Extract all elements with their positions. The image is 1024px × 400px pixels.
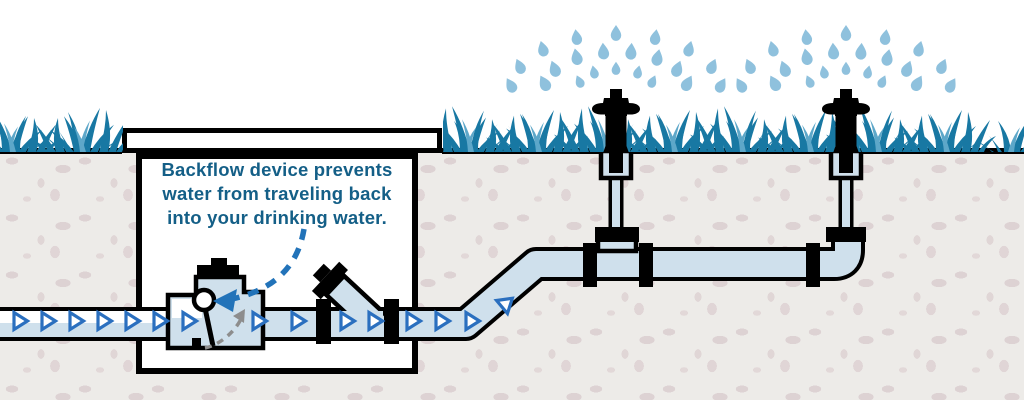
callout-arrow	[213, 228, 307, 312]
pipe-coupling	[316, 299, 331, 344]
pipe-network	[0, 233, 865, 341]
backflow-callout-text: Backflow device prevents water from trav…	[136, 158, 418, 230]
valve-pivot	[191, 287, 217, 313]
grass-left	[0, 107, 123, 152]
valve-flapper	[202, 307, 216, 347]
grass-right	[443, 106, 1024, 152]
callout-line-3: into your drinking water.	[167, 207, 387, 228]
elbow-flange	[826, 227, 866, 242]
pipe-coupling	[384, 299, 399, 344]
spray-droplets	[502, 25, 960, 95]
pipe-coupling	[806, 243, 820, 287]
callout-line-1: Backflow device prevents	[161, 159, 393, 180]
pipe-coupling	[583, 243, 597, 287]
tee-flange	[595, 227, 639, 242]
valve-bonnet	[197, 265, 239, 278]
pipe-coupling	[639, 243, 653, 287]
valve-box-lid	[122, 128, 442, 153]
backflow-check-valve	[165, 258, 266, 351]
callout-line-2: water from traveling back	[162, 183, 392, 204]
blocked-backflow-arrow	[204, 309, 245, 350]
